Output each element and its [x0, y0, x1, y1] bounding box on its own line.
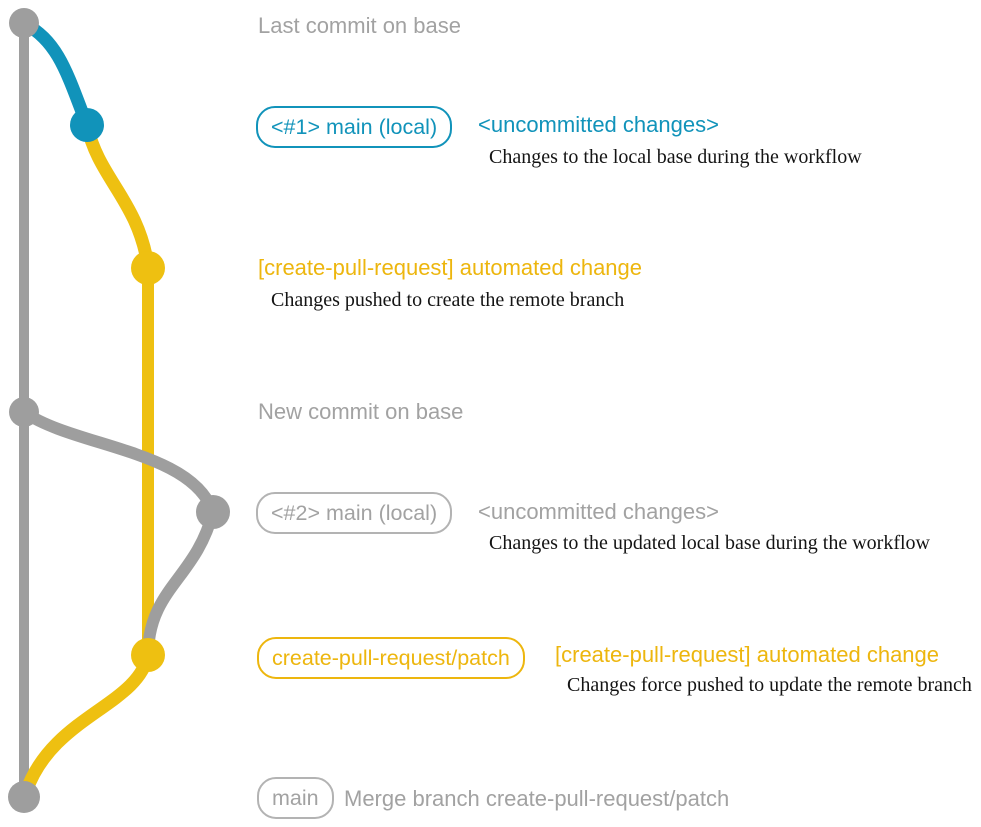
- commit-dot-automated-change-1: [131, 251, 165, 285]
- note-new-commit-on-base: New commit on base: [258, 399, 464, 424]
- status-uncommitted-changes-1: <uncommitted changes>: [478, 112, 719, 137]
- rebase-branch-curve-in: [142, 506, 219, 658]
- branch-badge-main-local-1: <#1> main (local): [256, 106, 453, 148]
- commit-dot-main-local-1: [70, 108, 104, 142]
- main-local-branch-line: [17, 16, 94, 132]
- caption-changes-pushed: Changes pushed to create the remote bran…: [271, 289, 625, 311]
- patch-branch-curve-1: [80, 118, 155, 273]
- commit-title-automated-change-2: [create-pull-request] automated change: [555, 642, 940, 667]
- caption-local-base-changes: Changes to the local base during the wor…: [489, 146, 862, 168]
- commit-dot-last-base: [9, 8, 39, 38]
- commit-dot-merge: [8, 781, 40, 813]
- status-uncommitted-changes-2: <uncommitted changes>: [478, 499, 719, 524]
- caption-updated-local-base-changes: Changes to the updated local base during…: [489, 532, 930, 554]
- commit-title-automated-change-1: [create-pull-request] automated change: [258, 255, 643, 280]
- branch-badge-main: main: [257, 777, 334, 819]
- branch-badge-main-local-2: <#2> main (local): [256, 492, 453, 534]
- rebase-branch-curve-out: [18, 406, 219, 518]
- caption-changes-force-pushed: Changes force pushed to update the remot…: [567, 674, 972, 696]
- commit-dot-new-base: [9, 397, 39, 427]
- commit-dot-automated-change-2: [131, 638, 165, 672]
- patch-merge-curve: [19, 648, 155, 799]
- note-last-commit-on-base: Last commit on base: [258, 13, 461, 38]
- branch-badge-create-pull-request-patch: create-pull-request/patch: [257, 637, 525, 679]
- commit-title-merge-branch: Merge branch create-pull-request/patch: [344, 786, 730, 811]
- commit-dot-main-local-2: [196, 495, 230, 529]
